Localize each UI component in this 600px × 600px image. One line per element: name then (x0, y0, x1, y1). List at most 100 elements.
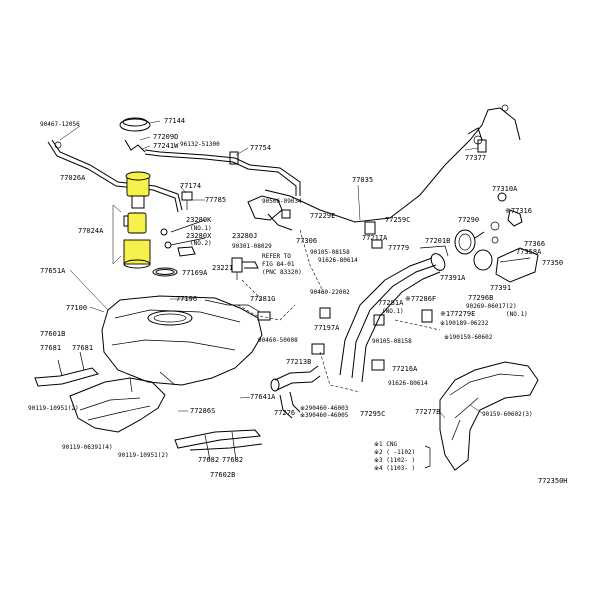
label-77681-b: 77681 (72, 344, 93, 352)
gasket-77391 (473, 249, 493, 271)
fuel-door-77350 (495, 247, 539, 283)
label-90460c: ※290460-46003 (300, 405, 349, 412)
label-90269: 90269-06017(2) (466, 303, 517, 310)
label-90460b: 90460-50008 (258, 337, 298, 344)
label-77377: 77377 (465, 154, 486, 162)
label-23280k: 23280K (186, 216, 212, 224)
clamp-77217a (311, 221, 433, 371)
label-96132: 96132-51300 (180, 141, 220, 148)
label-90159b: 90159-60602(3) (482, 411, 533, 418)
note-3: ※3 (1102- ) (374, 457, 415, 464)
note-1: ※1 CNG (374, 441, 397, 448)
label-77601b: 77601B (40, 330, 65, 338)
label-23280k-no1: (NO.1) (190, 225, 212, 232)
label-77281a-no1: (NO.1) (382, 308, 404, 315)
label-77366: 77366 (524, 240, 545, 248)
label-77217a: 77217A (362, 234, 388, 242)
label-77682-a: 77682 (198, 456, 219, 464)
note-2: ※2 ( -1102) (374, 449, 415, 456)
label-23280x-no2: (NO.2) (190, 240, 212, 247)
label-77602b: 77602B (210, 471, 235, 479)
label-77213b: 77213B (286, 358, 311, 366)
label-77279e: ※177279E (440, 310, 475, 318)
label-77754: 77754 (250, 144, 271, 152)
breather-line-77035 (264, 104, 521, 223)
reference-lines (237, 229, 441, 393)
label-90105b: 90105-08158 (372, 338, 412, 345)
label-90105a: 90105-08158 (310, 249, 350, 256)
label-77229e: 77229E (310, 212, 335, 220)
pressure-regulator-23280 (160, 219, 206, 257)
label-77316: ※77316 (505, 207, 532, 215)
label-refer-3: (PNC 83320) (262, 269, 302, 276)
label-77209d: 77209D (153, 133, 178, 141)
tank-band-77601b (34, 351, 99, 387)
label-23280j: 23280J (232, 232, 257, 240)
label-77024a: 77024A (78, 227, 104, 235)
label-refer-2: FIG 84-01 (262, 261, 295, 268)
label-90467: 90467-12056 (40, 121, 80, 128)
figure-number: 772350H (538, 477, 568, 485)
label-77100: 77100 (66, 304, 87, 312)
fuel-tank-77100 (101, 295, 271, 386)
label-77310a: 77310A (492, 185, 518, 193)
fuel-cap-77290 (454, 229, 485, 255)
label-77196: 77196 (176, 295, 197, 303)
label-23221: 23221 (212, 264, 233, 272)
filler-pipe-77201b (339, 245, 449, 383)
lock-77310a (490, 192, 523, 244)
label-77651a: 77651A (40, 267, 66, 275)
label-90119c: 90119-10951(2) (118, 452, 169, 459)
label-77350: 77350 (542, 259, 563, 267)
label-77026a: 77026A (60, 174, 86, 182)
label-77296b: 77296B (468, 294, 493, 302)
part-labels: 90467-12056 77144 77209D 77241W 96132-51… (28, 117, 563, 479)
fuel-pump-assembly (112, 117, 151, 269)
label-77641a: 77641A (250, 393, 276, 401)
gasket-77169a (152, 267, 178, 277)
label-77682-b: 77682 (222, 456, 243, 464)
label-91626a: 91626-80614 (318, 257, 358, 264)
label-77241w: 77241W (153, 142, 179, 150)
label-77779: 77779 (388, 244, 409, 252)
label-77281g: 77281G (250, 295, 275, 303)
canister-bracket-77306 (247, 195, 293, 231)
sender-23221 (231, 257, 259, 280)
label-77785: 77785 (205, 196, 226, 204)
label-23280x: 23280X (186, 232, 212, 240)
label-77174: 77174 (180, 182, 201, 190)
vent-hose-77026a (47, 139, 183, 213)
label-77286f: ※77286F (405, 295, 436, 303)
label-90189: ※190189-06232 (440, 320, 489, 327)
label-77358a: 77358A (516, 248, 542, 256)
label-77035: 77035 (352, 176, 373, 184)
label-90460d: ※390460-46005 (300, 412, 349, 419)
label-77391: 77391 (490, 284, 511, 292)
label-77279e-no1: (NO.1) (506, 311, 528, 318)
label-77144: 77144 (164, 117, 185, 125)
footnotes: ※1 CNG ※2 ( -1102) ※3 (1102- ) ※4 (1103-… (374, 441, 431, 472)
label-77290: 77290 (458, 216, 479, 224)
label-77216a: 77216A (392, 365, 418, 373)
hose-77213b (270, 365, 321, 419)
label-77286s: 77286S (190, 407, 215, 415)
label-77295c: 77295C (360, 410, 385, 418)
tank-band-77602b (174, 429, 263, 461)
label-77201b: 77201B (425, 237, 450, 245)
fuel-line-77754 (144, 149, 301, 196)
label-91626b: 91626-80614 (388, 380, 428, 387)
label-90119a: 90119-10951(2) (28, 405, 79, 412)
label-90460a: 90460-22002 (310, 289, 350, 296)
label-77277b: 77277B (415, 408, 440, 416)
label-77169a: 77169A (182, 269, 208, 277)
label-77276: 77276 (274, 409, 295, 417)
note-4: ※4 (1103- ) (374, 465, 415, 472)
leader-lines (59, 120, 483, 419)
label-refer-1: REFER TO (262, 253, 291, 260)
label-77391a: 77391A (440, 274, 466, 282)
label-90159a: ※190159-60602 (444, 334, 493, 341)
label-77197a: 77197A (314, 324, 340, 332)
label-90506: 90506-09034 (262, 198, 302, 205)
protector-77277b (439, 361, 539, 471)
